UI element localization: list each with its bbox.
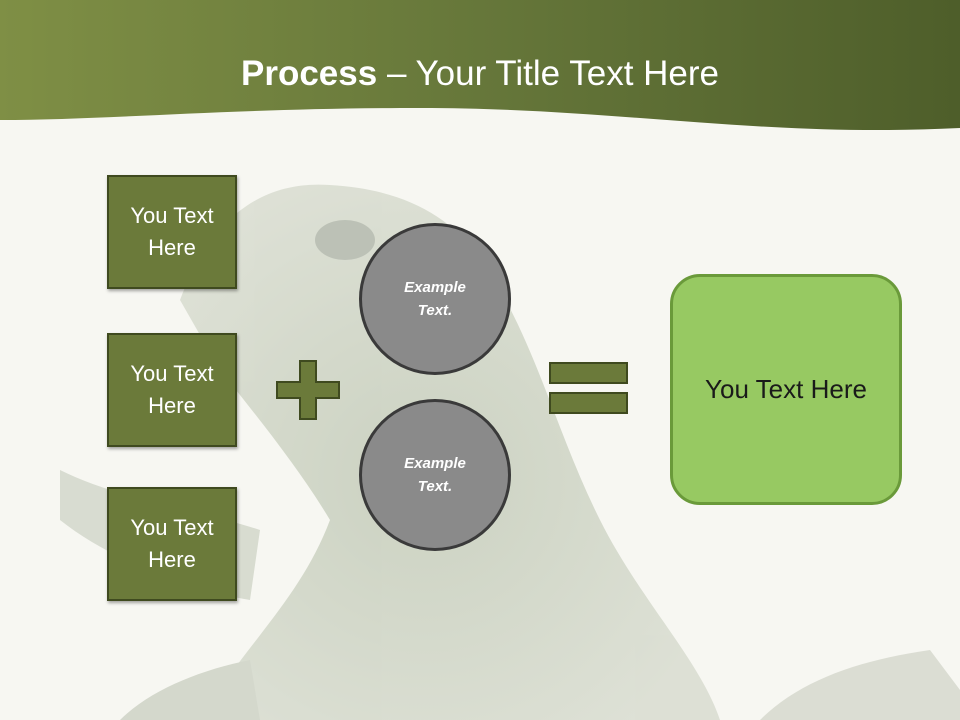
circle-label: Example Text. [404,455,466,495]
circle-label: Example Text. [404,279,466,319]
input-box-label: You Text Here [130,203,214,260]
header-band [0,0,960,131]
title-rest: – Your Title Text Here [377,54,719,93]
plus-icon [276,360,340,420]
result-box[interactable]: You Text Here [670,274,902,505]
result-label: You Text Here [705,374,867,404]
equals-icon [549,362,628,414]
input-box-label: You Text Here [130,361,214,418]
example-circle-2[interactable]: Example Text. [359,399,511,551]
input-box-2[interactable]: You Text Here [107,333,237,447]
title-bold: Process [241,54,378,93]
input-box-1[interactable]: You Text Here [107,175,237,289]
page-title: Process – Your Title Text Here [0,52,960,96]
example-circle-1[interactable]: Example Text. [359,223,511,375]
input-box-3[interactable]: You Text Here [107,487,237,601]
input-box-label: You Text Here [130,515,214,572]
